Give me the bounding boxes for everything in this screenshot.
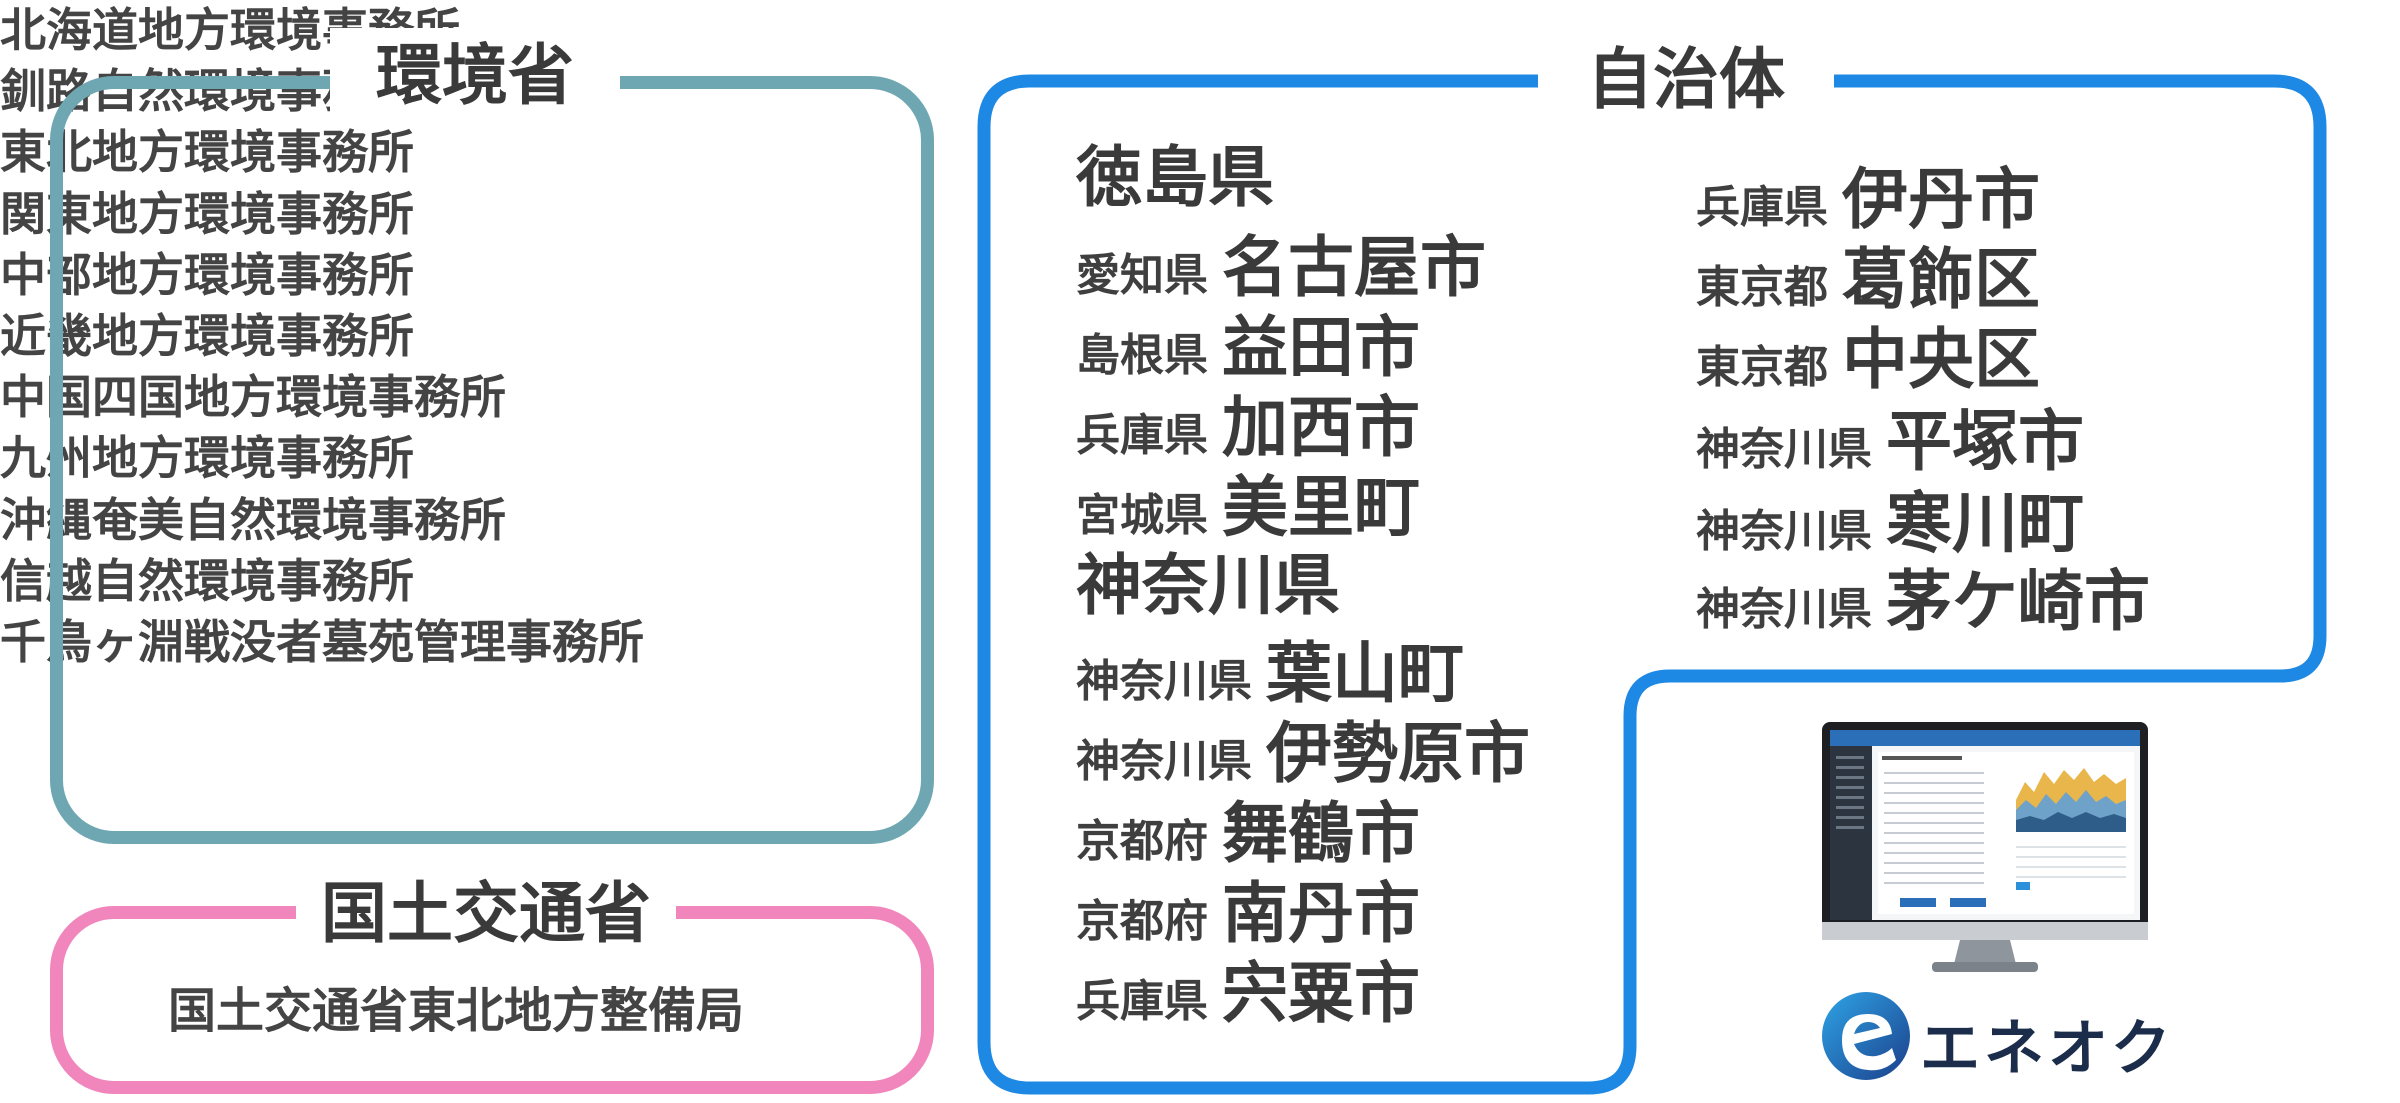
prefecture-name: 徳島県	[1076, 139, 1274, 216]
municipality-row: 神奈川県平塚市	[1696, 402, 2084, 499]
municipality-row: 東京都中央区	[1696, 320, 2040, 417]
city-name: 平塚市	[1886, 403, 2084, 480]
city-name: 茅ケ崎市	[1886, 563, 2150, 640]
environment-office-item: 九州地方環境事務所	[0, 431, 414, 486]
city-name: 名古屋市	[1222, 229, 1486, 306]
municipality-row: 兵庫県加西市	[1076, 388, 1420, 485]
environment-office-item: 近畿地方環境事務所	[0, 308, 414, 363]
prefecture-label: 神奈川県	[1696, 424, 1872, 475]
city-name: 宍粟市	[1222, 955, 1420, 1032]
environment-ministry-frame	[50, 76, 934, 844]
prefecture-label: 神奈川県	[1076, 736, 1252, 787]
municipality-row: 京都府舞鶴市	[1076, 794, 1420, 891]
municipality-row: 京都府南丹市	[1076, 874, 1420, 971]
municipality-row: 神奈川県伊勢原市	[1076, 714, 1530, 811]
prefecture-label: 宮城県	[1076, 490, 1208, 541]
city-name: 伊丹市	[1842, 161, 2040, 238]
municipality-row: 神奈川県	[1076, 546, 1340, 643]
prefecture-label: 兵庫県	[1076, 410, 1208, 461]
city-name: 葉山町	[1266, 635, 1464, 712]
municipalities-title: 自治体	[1538, 32, 1834, 128]
prefecture-label: 神奈川県	[1076, 656, 1252, 707]
municipality-row: 宮城県美里町	[1076, 468, 1420, 565]
prefecture-label: 京都府	[1076, 896, 1208, 947]
city-name: 加西市	[1222, 389, 1420, 466]
environment-office-item: 関東地方環境事務所	[0, 186, 414, 241]
environment-office-item: 信越自然環境事務所	[0, 553, 414, 608]
municipality-row: 神奈川県葉山町	[1076, 634, 1464, 731]
prefecture-label: 京都府	[1076, 816, 1208, 867]
city-name: 中央区	[1842, 321, 2040, 398]
environment-office-list: 北海道地方環境事務所釧路自然環境事務所東北地方環境事務所関東地方環境事務所中部地…	[0, 3, 644, 669]
municipality-row: 神奈川県寒川町	[1696, 484, 2084, 581]
city-name: 益田市	[1222, 309, 1420, 386]
prefecture-label: 神奈川県	[1696, 506, 1872, 557]
municipality-row: 東京都葛飾区	[1696, 240, 2040, 337]
prefecture-label: 兵庫県	[1696, 182, 1828, 233]
prefecture-name: 神奈川県	[1076, 547, 1340, 624]
city-name: 南丹市	[1222, 875, 1420, 952]
municipality-row: 神奈川県茅ケ崎市	[1696, 562, 2150, 659]
municipality-row: 兵庫県伊丹市	[1696, 160, 2040, 257]
prefecture-label: 愛知県	[1076, 250, 1208, 301]
prefecture-label: 島根県	[1076, 330, 1208, 381]
environment-office-item: 中部地方環境事務所	[0, 247, 414, 302]
city-name: 伊勢原市	[1266, 715, 1530, 792]
city-name: 寒川町	[1886, 485, 2084, 562]
environment-office-item: 千鳥ヶ淵戦没者墓苑管理事務所	[0, 614, 644, 669]
city-name: 葛飾区	[1842, 241, 2040, 318]
municipality-row: 徳島県	[1076, 138, 1274, 235]
mlit-title: 国土交通省	[296, 866, 676, 962]
prefecture-label: 神奈川県	[1696, 584, 1872, 635]
city-name: 美里町	[1222, 469, 1420, 546]
mlit-office: 国土交通省東北地方整備局	[168, 983, 745, 1039]
monitor-image	[1822, 722, 2148, 972]
prefecture-label: 東京都	[1696, 262, 1828, 313]
eneoku-logo-icon	[1822, 992, 1910, 1080]
prefecture-label: 東京都	[1696, 342, 1828, 393]
environment-ministry-title: 環境省	[330, 28, 620, 124]
eneoku-logo-text: エネオク	[1920, 1014, 2175, 1084]
environment-office-item: 沖縄奄美自然環境事務所	[0, 492, 506, 547]
municipality-row: 島根県益田市	[1076, 308, 1420, 405]
environment-office-item: 中国四国地方環境事務所	[0, 370, 506, 425]
prefecture-label: 兵庫県	[1076, 976, 1208, 1027]
city-name: 舞鶴市	[1222, 795, 1420, 872]
municipality-row: 愛知県名古屋市	[1076, 228, 1486, 325]
municipality-row: 兵庫県宍粟市	[1076, 954, 1420, 1051]
